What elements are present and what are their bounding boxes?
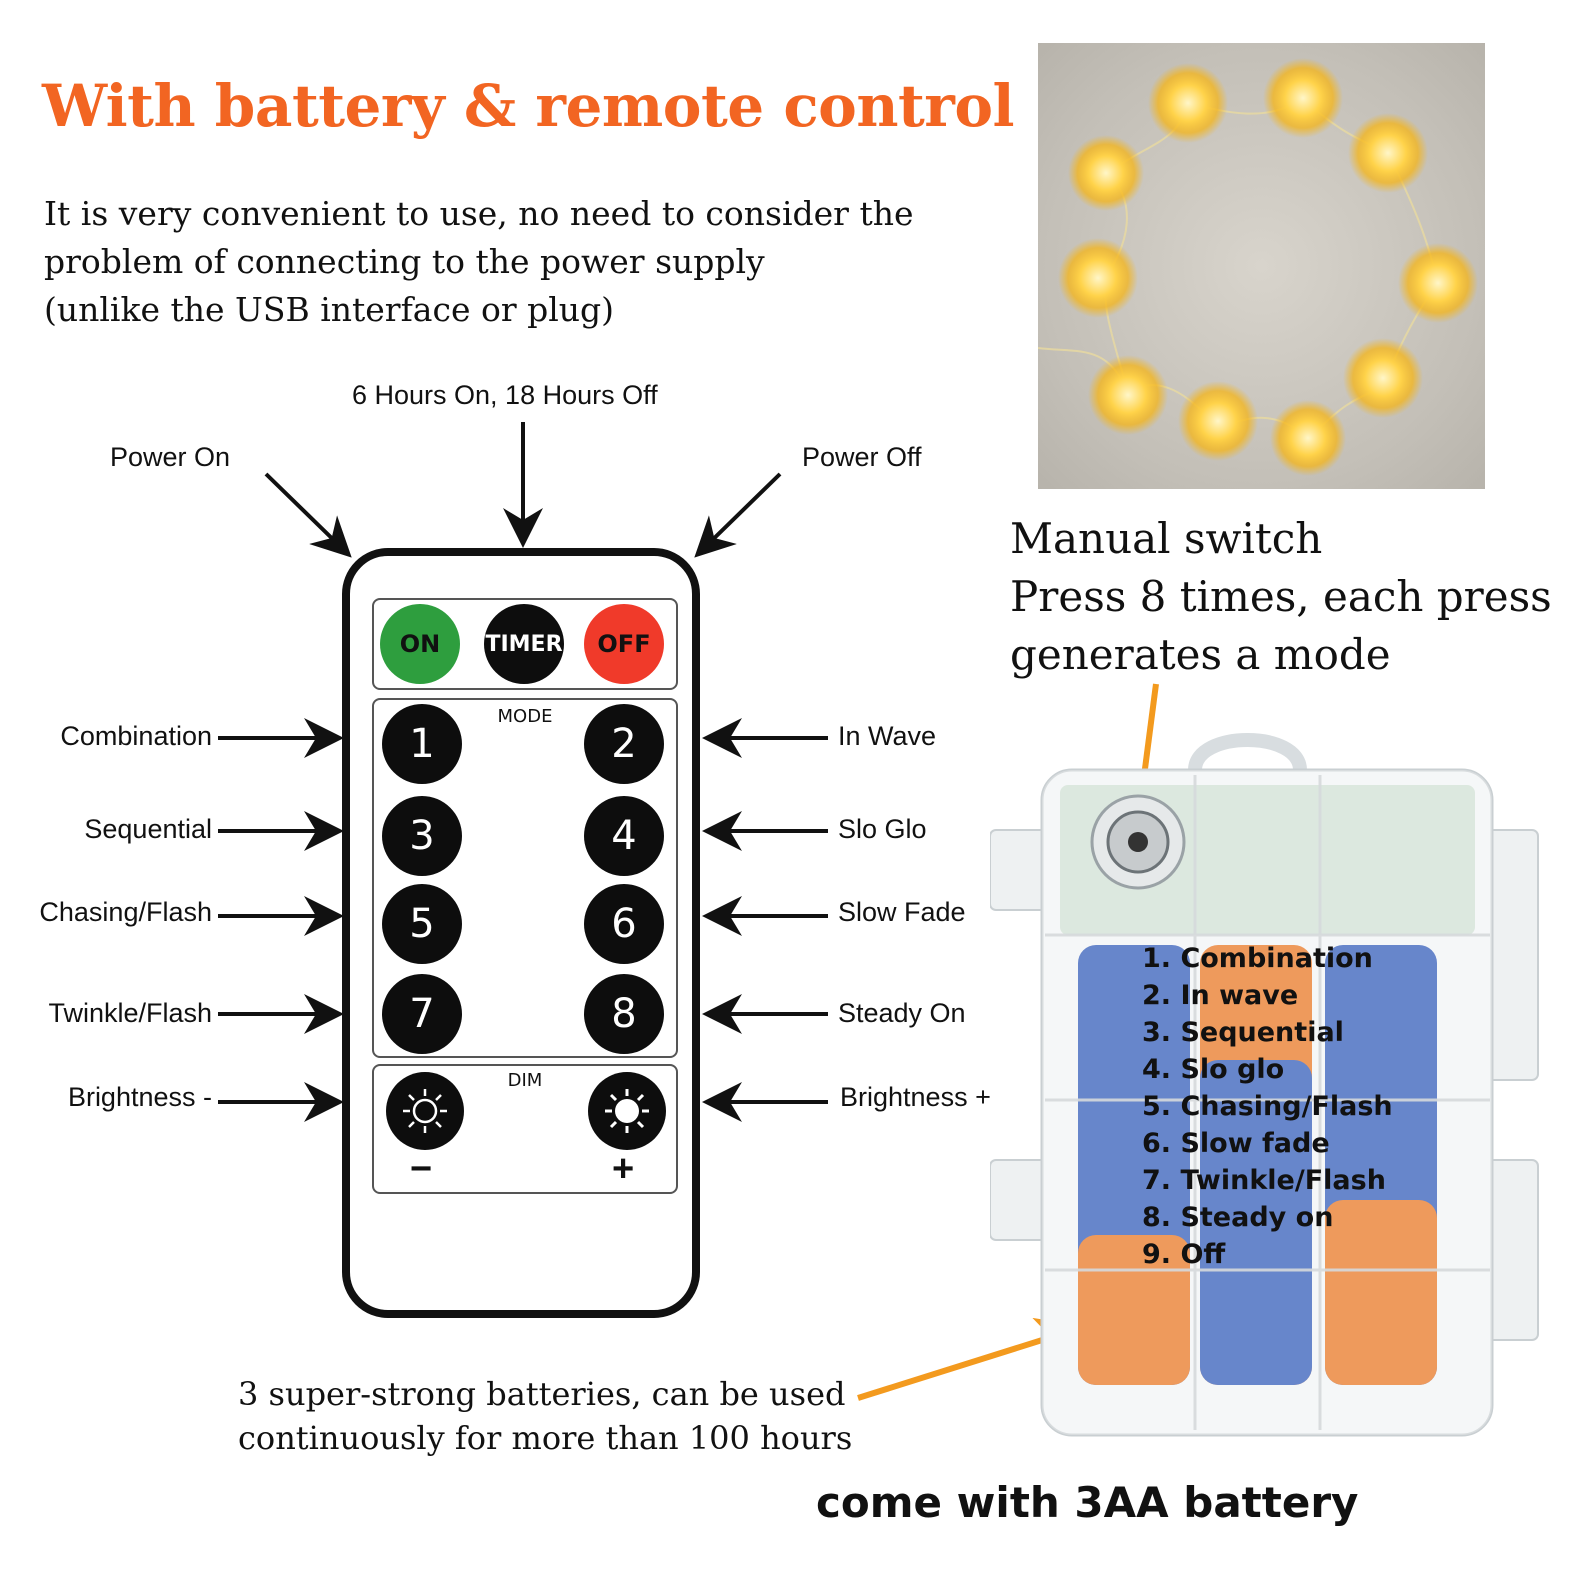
box-mode-list: 1. Combination 2. In wave 3. Sequential … [1142,940,1393,1273]
label-mode-1: Combination [60,721,212,751]
battery-note: 3 super-strong batteries, can be used co… [238,1372,858,1460]
label-mode-5: Chasing/Flash [39,897,212,927]
label-mode-3: Sequential [84,814,212,844]
intro-line: problem of connecting to the power suppl… [44,242,765,281]
box-mode-item: 2. In wave [1142,980,1299,1011]
mode-3-button[interactable]: 3 [382,796,462,876]
mode-4-button[interactable]: 4 [584,796,664,876]
mode-panel: MODE 1 2 3 4 5 6 7 8 [372,698,678,1058]
manual-line: generates a mode [1010,630,1391,679]
dim-panel: DIM − [372,1064,678,1194]
label-mode-2: In Wave [838,721,937,751]
box-mode-item: 7. Twinkle/Flash [1142,1165,1386,1196]
footer-caption: come with 3AA battery [816,1478,1359,1527]
manual-line: Press 8 times, each press [1010,572,1552,621]
mode-7-button[interactable]: 7 [382,974,462,1054]
box-mode-item: 6. Slow fade [1142,1128,1330,1159]
battery-box-illustration [989,733,1539,1437]
mode-6-button[interactable]: 6 [584,884,664,964]
mode-label: MODE [497,706,553,727]
remote-control: ON TIMER OFF MODE 1 2 3 4 5 6 7 8 DIM [342,548,700,1318]
label-mode-7: Twinkle/Flash [48,998,212,1028]
timer-button[interactable]: TIMER [484,604,564,684]
label-power-on: Power On [110,442,231,472]
lights-illustration [1038,58,1478,476]
sun-filled-icon [605,1089,649,1133]
brightness-down-button[interactable] [386,1072,464,1150]
box-mode-item: 1. Combination [1142,943,1373,974]
label-mode-8: Steady On [838,998,966,1028]
label-power-off: Power Off [802,442,922,472]
battery-box [989,730,1540,1440]
intro-line: It is very convenient to use, no need to… [44,194,914,233]
mode-1-button[interactable]: 1 [382,704,462,784]
sun-outline-icon [403,1089,447,1133]
box-mode-item: 5. Chasing/Flash [1142,1091,1393,1122]
mode-5-button[interactable]: 5 [382,884,462,964]
intro-line: (unlike the USB interface or plug) [44,290,615,329]
intro-text: It is very convenient to use, no need to… [44,190,984,334]
power-panel: ON TIMER OFF [372,598,678,690]
box-mode-item: 3. Sequential [1142,1017,1344,1048]
brightness-up-button[interactable] [588,1072,666,1150]
label-timer: 6 Hours On, 18 Hours Off [352,380,658,410]
label-brightness-minus: Brightness - [67,1082,212,1112]
manual-line: Manual switch [1010,514,1323,563]
arrow-power-off [694,472,782,558]
off-button[interactable]: OFF [584,604,664,684]
battery-note-line: 3 super-strong batteries, can be used [238,1375,846,1413]
battery-note-line: continuously for more than 100 hours [238,1419,853,1457]
box-mode-item: 4. Slo glo [1142,1054,1285,1085]
label-brightness-plus: Brightness + [840,1082,991,1112]
box-mode-item: 8. Steady on [1142,1202,1334,1233]
dim-label: DIM [507,1070,543,1091]
page-title: With battery & remote control [42,72,1015,140]
label-mode-6: Slow Fade [838,897,966,927]
on-button[interactable]: ON [380,604,460,684]
mode-8-button[interactable]: 8 [584,974,664,1054]
label-mode-4: Slo Glo [838,814,927,844]
string-lights-photo [1038,43,1485,489]
plus-sign: + [612,1148,635,1190]
arrow-power-on [264,472,352,558]
manual-switch-text: Manual switch Press 8 times, each press … [1010,510,1570,684]
mode-2-button[interactable]: 2 [584,704,664,784]
minus-sign: − [410,1148,433,1190]
arrow-batteries [857,1317,1086,1401]
box-mode-item: 9. Off [1142,1239,1226,1270]
